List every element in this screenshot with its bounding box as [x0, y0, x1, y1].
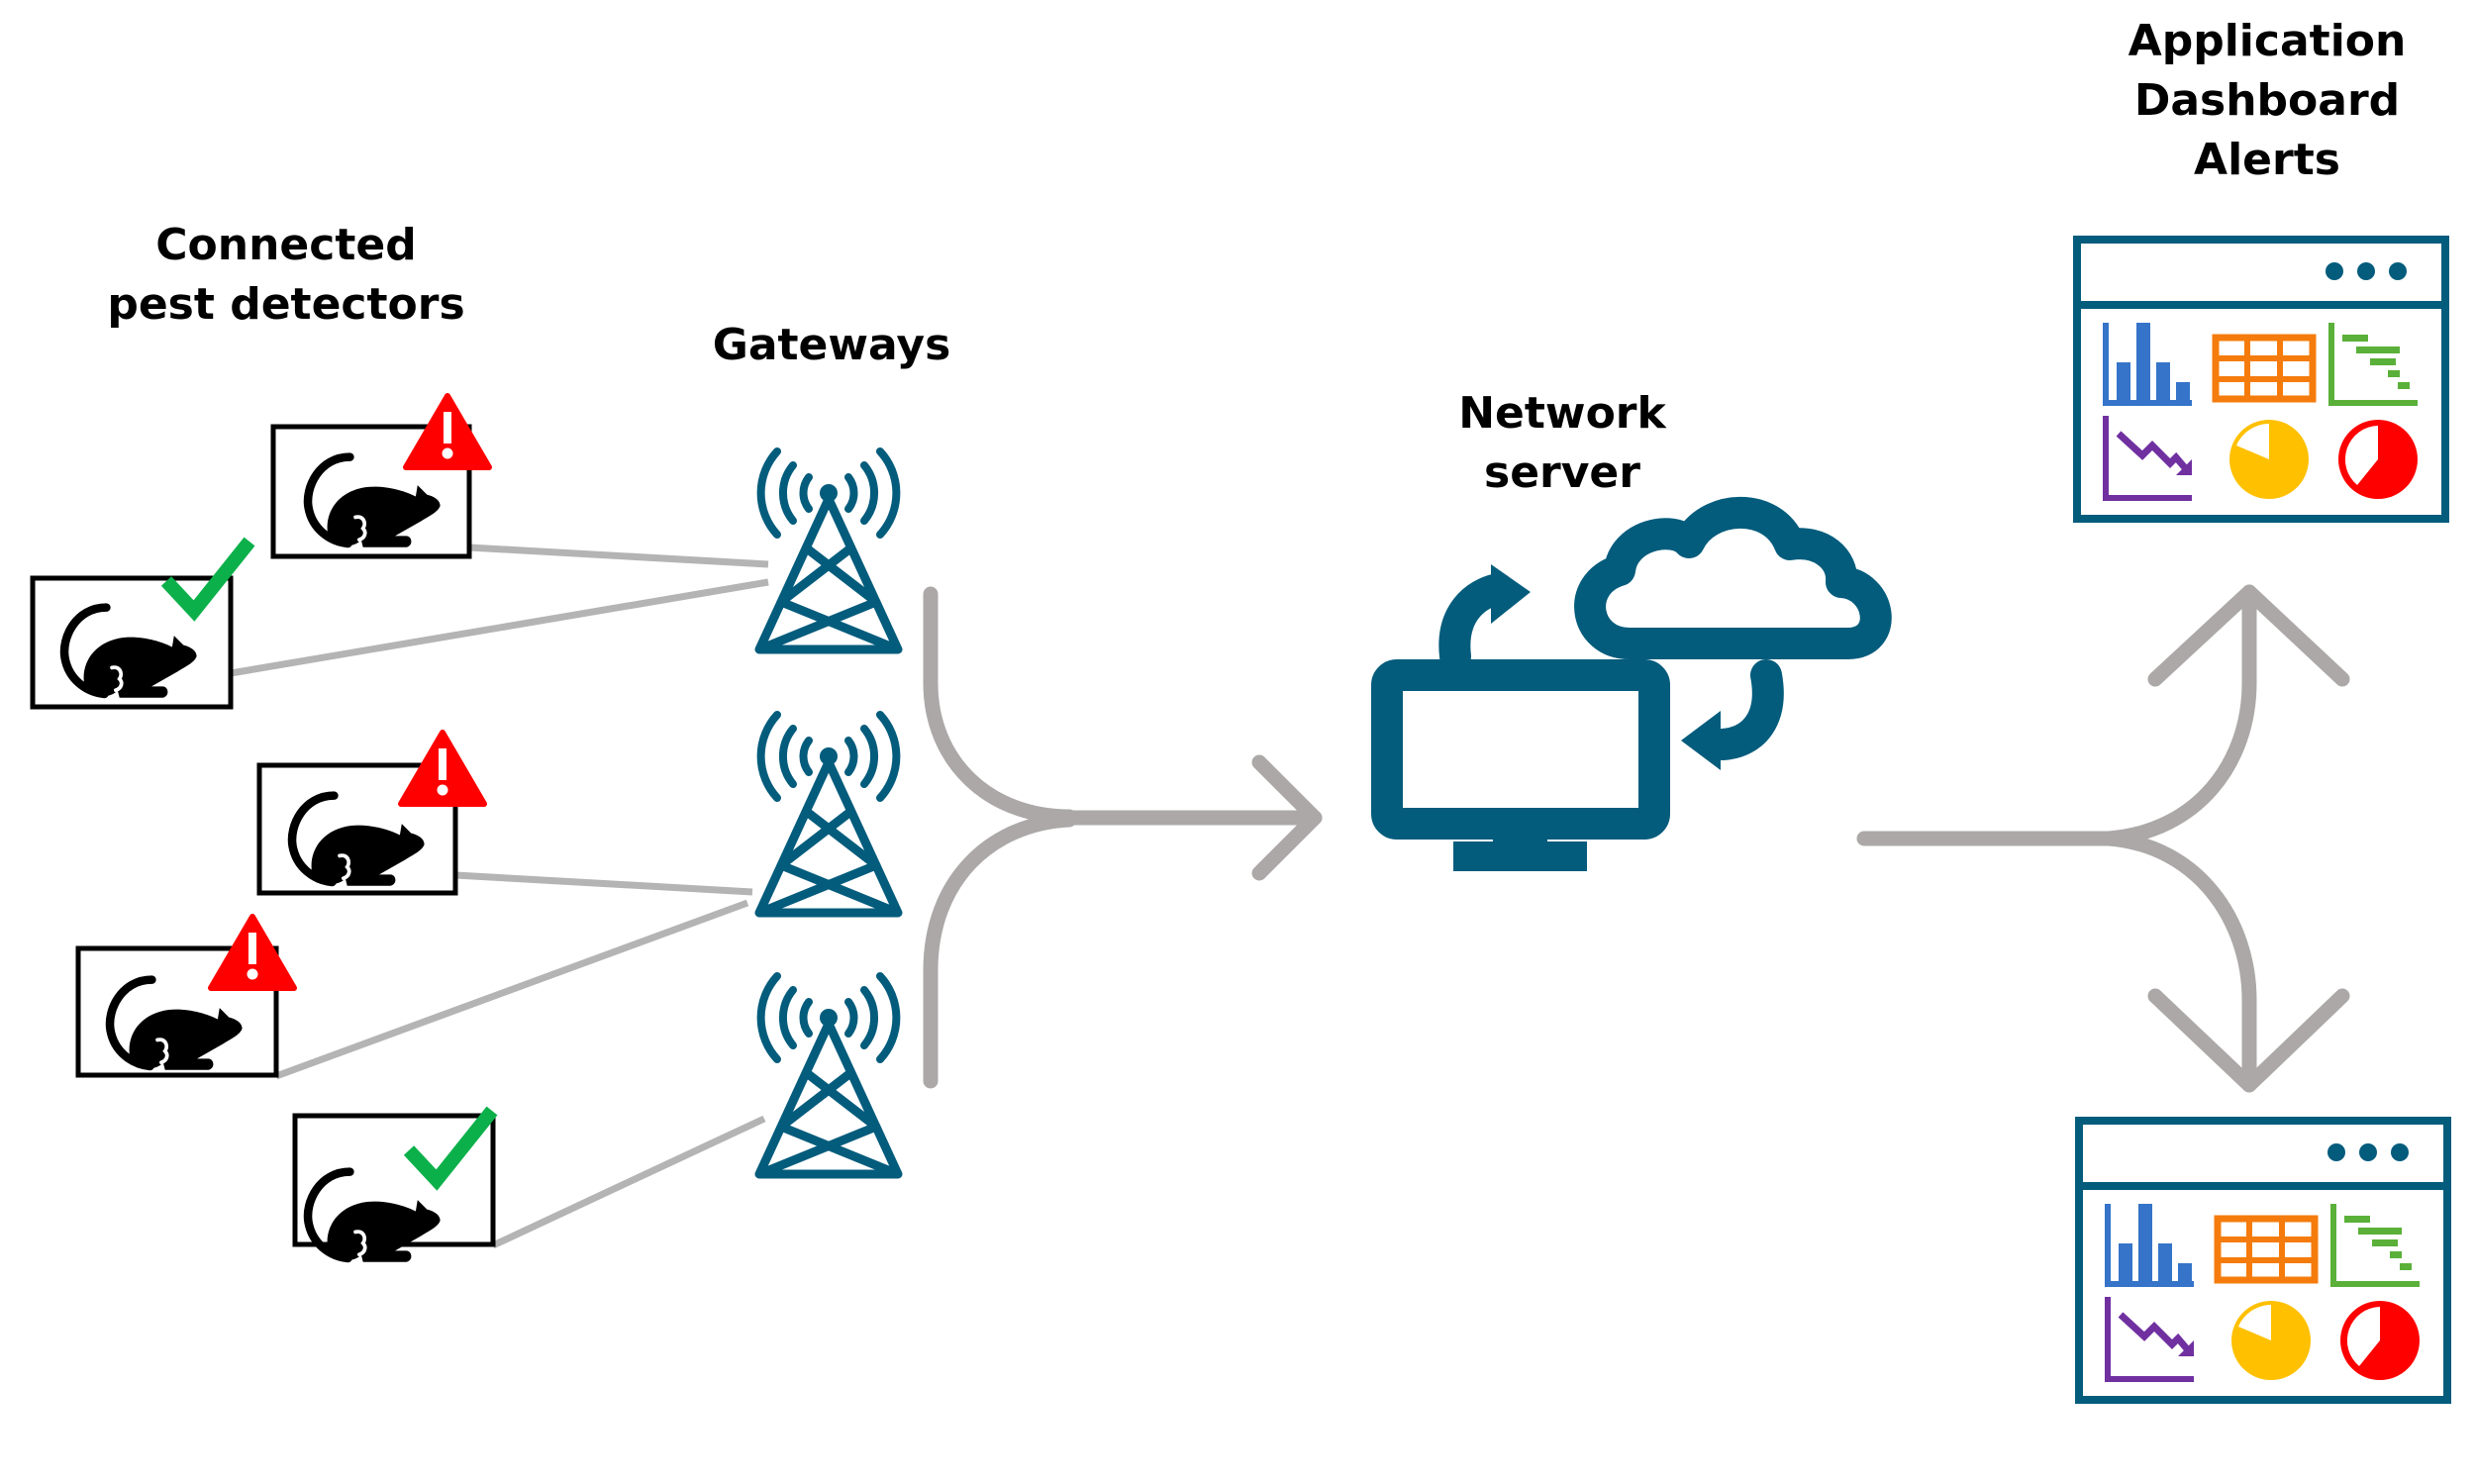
link-detector-1-gateway-1	[230, 578, 769, 677]
link-detector-2-gateway-1	[468, 544, 769, 568]
gateway-3-cell-tower-icon[interactable]	[759, 976, 898, 1174]
split-arrow-down-branch	[2101, 831, 2257, 1093]
detector-1[interactable]	[30, 542, 249, 710]
server-label-line-2: server	[1484, 447, 1640, 498]
merge-arrow-bottom-branch	[923, 812, 1077, 1089]
sync-arrows-icon	[1438, 564, 1784, 770]
detector-5[interactable]	[292, 1111, 493, 1262]
split-arrow-down-head	[2147, 988, 2350, 1093]
detector-2[interactable]	[270, 396, 489, 559]
application-label-line-1: Application	[2128, 16, 2407, 66]
dashboard-2[interactable]	[2079, 1121, 2447, 1400]
application-label-line-3: Alerts	[2194, 135, 2340, 185]
split-arrow	[1856, 584, 2350, 1093]
cloud-icon	[1574, 496, 1892, 659]
detector-4[interactable]	[75, 917, 294, 1078]
link-detector-4-gateway-2	[274, 899, 749, 1080]
merge-arrow-top-branch	[923, 586, 1077, 825]
detectors-label-line-2: pest detectors	[107, 279, 464, 330]
server-label-line-1: Network	[1458, 388, 1667, 439]
link-detector-5-gateway-3	[491, 1115, 766, 1249]
merge-arrow-head	[1251, 754, 1323, 881]
gateway-1-cell-tower-icon[interactable]	[759, 451, 898, 649]
detector-3[interactable]	[256, 733, 484, 896]
merge-arrow	[923, 586, 1323, 1089]
link-detector-3-gateway-2	[454, 871, 753, 896]
gateway-2-cell-tower-icon[interactable]	[759, 715, 898, 913]
detectors-label-line-1: Connected	[155, 220, 416, 270]
network-server[interactable]	[1371, 496, 1892, 871]
application-label-line-2: Dashboard	[2134, 75, 2400, 126]
gateways-label: Gateways	[713, 320, 951, 370]
split-arrow-up-head	[2147, 584, 2350, 687]
dashboard-1[interactable]	[2077, 240, 2445, 519]
monitor-icon	[1371, 659, 1670, 871]
split-arrow-up-branch	[2101, 584, 2257, 846]
